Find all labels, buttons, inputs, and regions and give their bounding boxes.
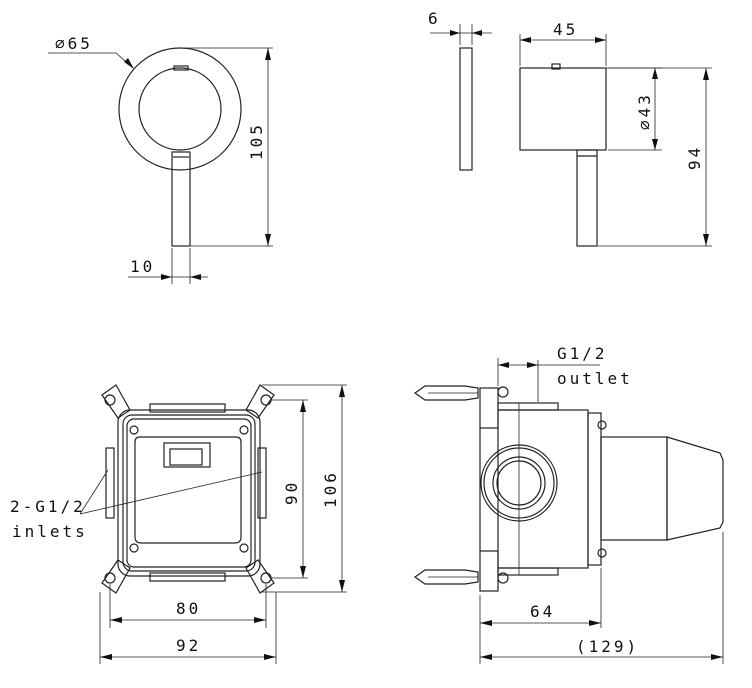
dim-105-label: 105 <box>247 122 266 160</box>
box-front-view: 90 106 80 92 2-G1/2 inlets <box>10 384 347 664</box>
inlets-label-line2: inlets <box>12 522 88 541</box>
dim-d65-label: ∅65 <box>55 34 93 53</box>
dim-6-label: 6 <box>428 9 441 28</box>
outlet-label-line1: G1/2 <box>557 344 608 363</box>
wall-anchors <box>413 385 479 585</box>
inner-dial <box>138 67 222 151</box>
dim-94-label: 94 <box>685 145 704 170</box>
dim-80-label: 80 <box>176 599 201 618</box>
box-side-view: G1/2 outlet 64 (129) <box>413 344 724 664</box>
lever-handle <box>171 151 191 247</box>
dim-92-label: 92 <box>176 636 201 655</box>
valve-body <box>497 409 589 569</box>
handle-body <box>519 67 607 151</box>
cartridge-sleeve <box>600 436 668 541</box>
side-lever <box>576 149 598 247</box>
valve-window <box>163 442 211 468</box>
outlet-label-line2: outlet <box>557 369 633 388</box>
front-view: 105 10 ∅65 <box>48 34 273 284</box>
dim-129-label: (129) <box>576 637 639 656</box>
body-marker <box>551 63 561 70</box>
mounting-frame <box>117 409 261 577</box>
side-view: 6 45 ∅43 94 <box>428 9 712 247</box>
dim-10-label: 10 <box>130 257 155 276</box>
dim-106-label: 106 <box>321 470 340 508</box>
cartridge-cap <box>666 436 724 541</box>
front-plate <box>134 436 242 544</box>
dim-90-label: 90 <box>282 480 301 505</box>
dim-45-label: 45 <box>553 20 578 39</box>
dim-64-label: 64 <box>530 602 555 621</box>
cover-plate <box>459 47 473 171</box>
dim-d43-label: ∅43 <box>635 92 654 130</box>
dial-marker <box>173 65 189 71</box>
outlet-port <box>480 444 558 522</box>
inlets-label-line1: 2-G1/2 <box>10 497 86 516</box>
